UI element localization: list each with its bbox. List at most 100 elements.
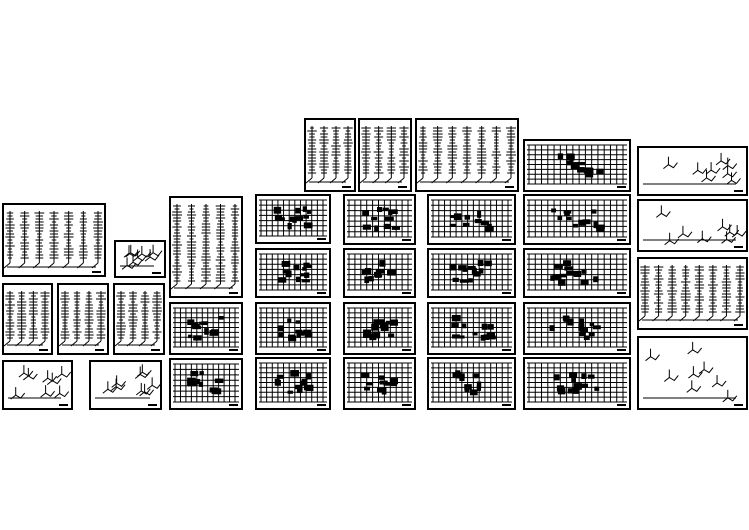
isometric-piping-content [8, 365, 72, 400]
sheet-floor-plan[interactable] [169, 358, 243, 410]
sheet-isometric-piping[interactable] [2, 360, 73, 410]
floor-plan-content [527, 307, 627, 348]
title-block [617, 292, 626, 294]
sheet-border [343, 357, 416, 410]
sheet-border [427, 194, 516, 245]
sheet-floor-plan[interactable] [255, 194, 331, 244]
sheet-floor-plan[interactable] [523, 194, 631, 245]
title-block [402, 404, 411, 406]
sheet-floor-plan[interactable] [343, 248, 416, 298]
floor-plan-content [259, 199, 327, 237]
sheet-isometric-piping[interactable] [637, 199, 748, 252]
isometric-piping-content [95, 364, 162, 399]
sheet-floor-plan[interactable] [343, 357, 416, 410]
title-block [617, 239, 626, 241]
title-block [152, 272, 161, 274]
title-block [402, 292, 411, 294]
sheet-border [427, 357, 516, 410]
sheet-isometric-piping[interactable] [89, 360, 162, 410]
sheet-riser-diagram[interactable] [113, 283, 165, 355]
title-block [617, 404, 626, 406]
riser-diagram-content [114, 291, 162, 347]
title-block [734, 190, 743, 192]
floor-plan-content [527, 199, 627, 238]
title-block [402, 349, 411, 351]
floor-plan-content [527, 144, 627, 185]
floor-plan-content [347, 253, 412, 291]
title-block [229, 349, 238, 351]
title-block [734, 246, 743, 248]
title-block [95, 349, 104, 351]
floor-plan-content [347, 199, 412, 238]
floor-plan-content [431, 307, 512, 348]
floor-plan-content [431, 199, 512, 238]
sheet-riser-diagram[interactable] [358, 118, 412, 192]
riser-diagram-content [170, 204, 240, 290]
title-block [39, 349, 48, 351]
floor-plan-content [431, 253, 512, 291]
sheet-riser-diagram[interactable] [169, 196, 243, 298]
title-block [148, 404, 157, 406]
floor-plan-content [259, 307, 327, 348]
title-block [617, 349, 626, 351]
sheet-floor-plan[interactable] [169, 302, 243, 355]
sheet-isometric-piping[interactable] [114, 240, 166, 278]
title-block [317, 404, 326, 406]
title-block [502, 239, 511, 241]
sheet-border [89, 360, 162, 410]
isometric-piping-content [643, 205, 747, 246]
title-block [317, 349, 326, 351]
floor-plan-content [347, 307, 412, 348]
title-block [734, 324, 743, 326]
isometric-piping-content [643, 341, 738, 403]
sheet-riser-diagram[interactable] [304, 118, 356, 192]
sheet-floor-plan[interactable] [255, 357, 331, 410]
title-block [229, 404, 238, 406]
floor-plan-content [259, 253, 327, 291]
sheet-border [427, 302, 516, 355]
floor-plan-content [431, 362, 512, 403]
sheet-border [637, 146, 748, 196]
sheet-floor-plan[interactable] [523, 357, 631, 410]
title-block [617, 186, 626, 188]
riser-diagram-content [359, 126, 409, 184]
riser-diagram-content [638, 265, 745, 322]
sheet-riser-diagram[interactable] [2, 203, 106, 277]
sheet-border [343, 194, 416, 245]
title-block [505, 186, 514, 188]
sheet-isometric-piping[interactable] [637, 336, 748, 410]
sheet-floor-plan[interactable] [343, 194, 416, 245]
sheet-border [2, 360, 73, 410]
floor-plan-content [347, 362, 412, 403]
sheet-floor-plan[interactable] [255, 302, 331, 355]
title-block [502, 292, 511, 294]
title-block [59, 404, 68, 406]
title-block [229, 292, 238, 294]
sheet-riser-diagram[interactable] [637, 257, 748, 330]
sheet-isometric-piping[interactable] [637, 146, 748, 196]
floor-plan-content [527, 362, 627, 403]
title-block [92, 271, 101, 273]
title-block [402, 239, 411, 241]
isometric-piping-content [120, 244, 163, 270]
sheet-floor-plan[interactable] [523, 302, 631, 355]
sheet-floor-plan[interactable] [427, 248, 516, 298]
sheet-floor-plan[interactable] [427, 194, 516, 245]
floor-plan-content [173, 363, 239, 403]
sheet-floor-plan[interactable] [523, 139, 631, 192]
sheet-riser-diagram[interactable] [57, 283, 109, 355]
sheet-floor-plan[interactable] [427, 302, 516, 355]
sheet-riser-diagram[interactable] [2, 283, 53, 355]
sheet-floor-plan[interactable] [523, 248, 631, 298]
sheet-border [523, 302, 631, 355]
floor-plan-content [259, 362, 327, 403]
title-block [502, 404, 511, 406]
sheet-border [637, 199, 748, 252]
title-block [734, 404, 743, 406]
sheet-riser-diagram[interactable] [415, 118, 519, 192]
sheet-floor-plan[interactable] [343, 302, 416, 355]
sheet-floor-plan[interactable] [255, 248, 331, 298]
sheet-floor-plan[interactable] [427, 357, 516, 410]
